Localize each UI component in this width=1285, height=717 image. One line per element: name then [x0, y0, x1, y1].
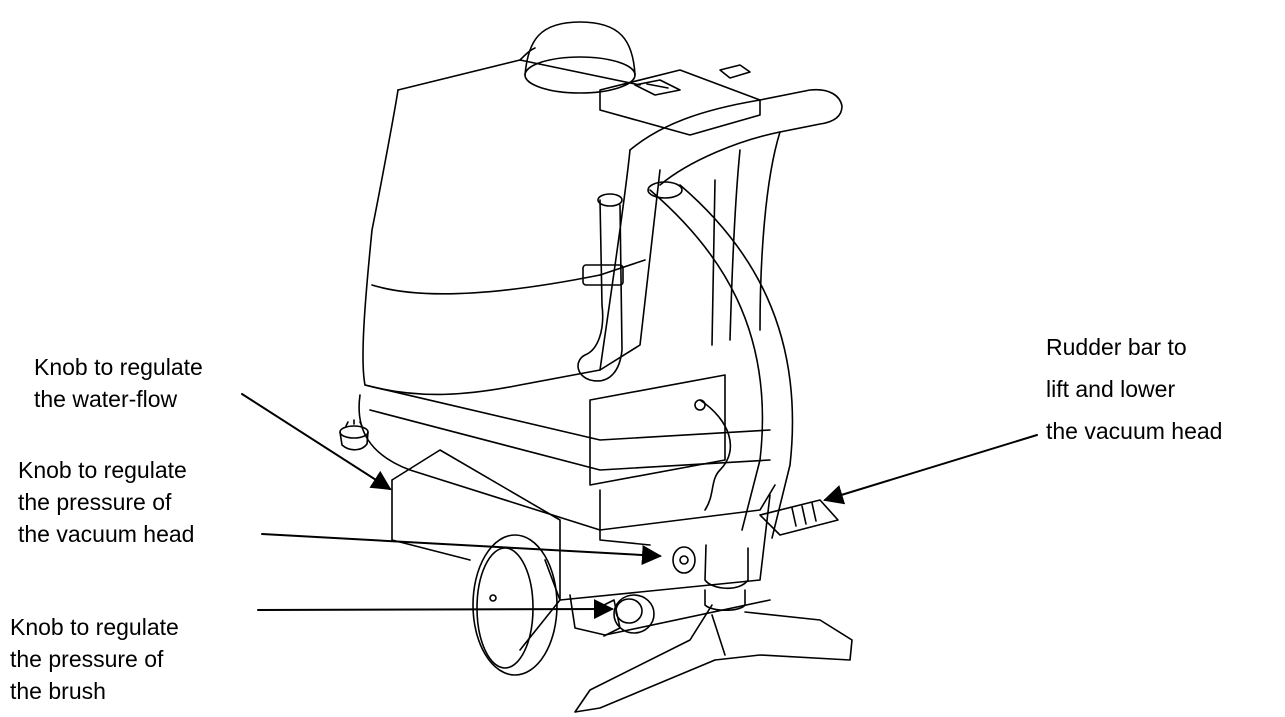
vacuum-head	[574, 604, 853, 713]
leader-rudder-bar	[823, 434, 1038, 505]
handle	[629, 88, 843, 346]
rear-wheel	[472, 534, 558, 676]
leader-vacuum-pressure	[261, 533, 662, 565]
callout-vacuum-head-pressure-knob: Knob to regulate the pressure of the vac…	[18, 454, 194, 550]
callout-line: Rudder bar to	[1046, 334, 1187, 360]
control-panel	[599, 64, 761, 136]
tank-body	[362, 59, 661, 396]
leader-water-flow	[241, 393, 392, 491]
vacuum-head-pressure-knob	[672, 546, 696, 574]
callout-line: Knob to regulate	[34, 354, 203, 380]
callout-rudder-bar: Rudder bar to lift and lower the vacuum …	[1046, 326, 1222, 452]
callout-water-flow-knob: Knob to regulate the water-flow	[34, 351, 203, 415]
callout-line: lift and lower	[1046, 376, 1176, 402]
tank-cap	[519, 21, 636, 94]
leader-brush-pressure	[257, 599, 614, 620]
callout-line: the pressure of	[10, 646, 164, 672]
callout-line: the pressure of	[18, 489, 172, 515]
callout-line: the vacuum head	[18, 521, 195, 547]
machine-base	[358, 384, 776, 651]
leader-lines	[241, 393, 1038, 620]
callout-line: Knob to regulate	[10, 614, 179, 640]
water-flow-knob	[339, 419, 369, 451]
clear-hose	[577, 193, 624, 382]
callout-brush-pressure-knob: Knob to regulate the pressure of the bru…	[10, 611, 179, 707]
rudder-bar-pedal	[759, 499, 839, 536]
callout-line: the water-flow	[34, 386, 178, 412]
side-panel	[589, 374, 732, 546]
callout-line: the vacuum head	[1046, 418, 1223, 444]
vacuum-hose	[647, 181, 794, 612]
callout-line: the brush	[10, 678, 106, 704]
callout-line: Knob to regulate	[18, 457, 187, 483]
